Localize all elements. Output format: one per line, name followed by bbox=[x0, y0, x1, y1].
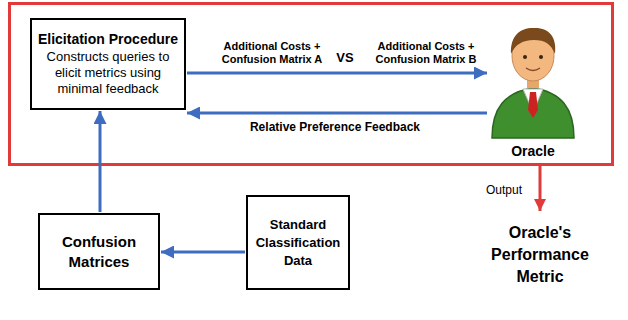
flow-arrow bbox=[187, 72, 487, 75]
flow-arrow bbox=[99, 111, 102, 212]
edge-label: Relative Preference Feedback bbox=[240, 120, 430, 135]
oracle-node: Oracle bbox=[488, 12, 578, 162]
oracle-figure bbox=[492, 28, 574, 138]
flow-arrow bbox=[187, 112, 487, 115]
oracle-hair bbox=[511, 28, 555, 54]
output-label: Output bbox=[476, 183, 532, 197]
data-box: Confusion Matrices bbox=[38, 213, 160, 290]
oracle-label: Oracle bbox=[511, 142, 555, 160]
oracle-mouth bbox=[526, 68, 540, 71]
output-arrow bbox=[539, 166, 542, 211]
box-body: Constructs queries to elicit metrics usi… bbox=[36, 49, 180, 97]
query-label: Additional Costs + Confusion Matrix B bbox=[366, 40, 486, 66]
output-heading: Oracle's Performance Metric bbox=[482, 222, 598, 288]
box-label: Confusion Matrices bbox=[44, 232, 154, 272]
box-label: Standard Classification Data bbox=[252, 216, 344, 270]
data-box: Standard Classification Data bbox=[246, 195, 350, 290]
query-label: Additional Costs + Confusion Matrix A bbox=[212, 40, 332, 66]
process-box: Elicitation ProcedureConstructs queries … bbox=[30, 18, 186, 110]
oracle-eye bbox=[523, 55, 527, 59]
oracle-suit bbox=[492, 88, 574, 138]
oracle-tie bbox=[528, 92, 538, 118]
versus-label: VS bbox=[330, 50, 360, 65]
box-heading: Elicitation Procedure bbox=[38, 31, 178, 48]
oracle-eye bbox=[539, 55, 543, 59]
flow-arrow bbox=[161, 251, 245, 254]
